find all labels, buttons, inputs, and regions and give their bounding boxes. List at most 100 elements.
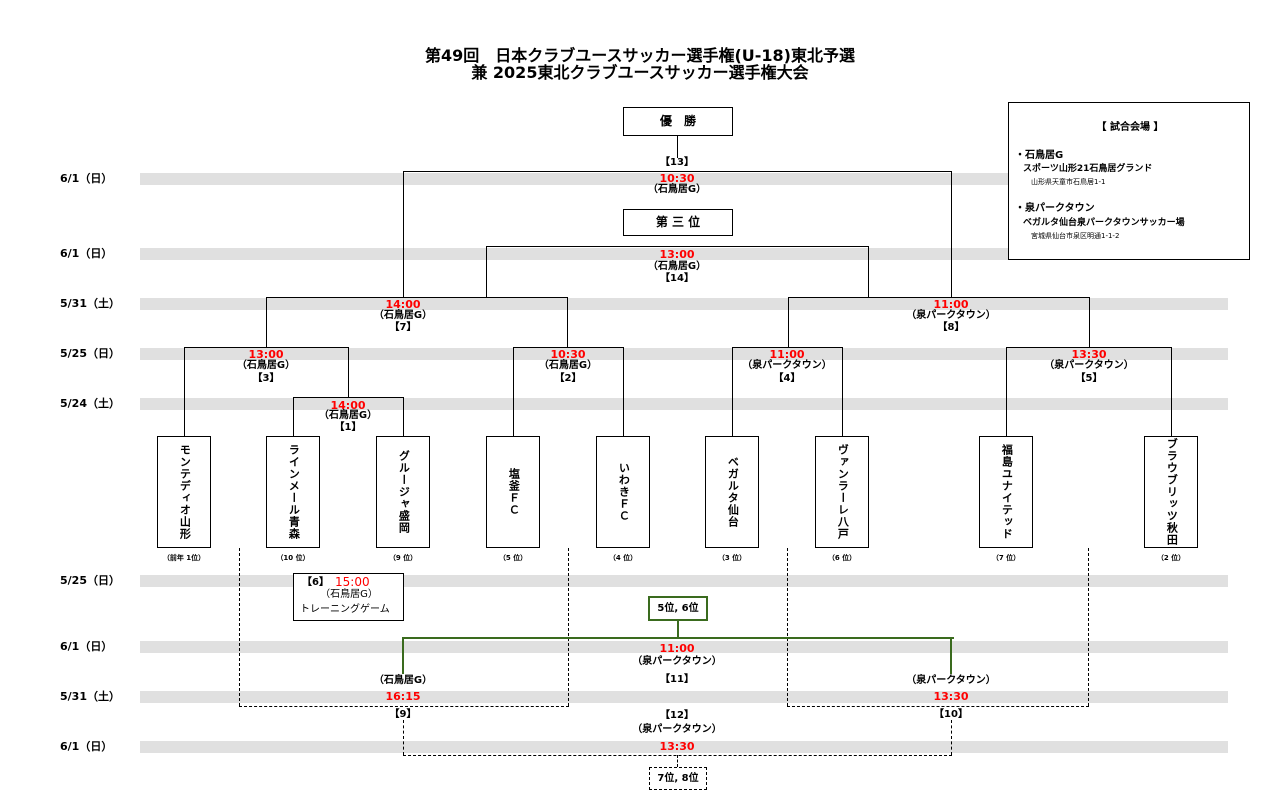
team-rank: （2 位） xyxy=(1156,554,1186,562)
bracket-line xyxy=(567,297,568,348)
placement-line xyxy=(402,637,954,639)
date-label: 5/31（土） xyxy=(60,690,120,703)
consolation-line xyxy=(1088,548,1089,706)
team-rank: （3 位） xyxy=(717,554,747,562)
bracket-line xyxy=(266,297,568,298)
match-venue: （石鳥居G） xyxy=(236,360,296,371)
team-box: ブラウブリッツ秋田 xyxy=(1144,436,1198,548)
date-band xyxy=(140,641,1228,653)
bracket-line xyxy=(1089,297,1090,348)
placement-line xyxy=(677,620,679,638)
bracket-line xyxy=(184,347,185,436)
bracket-line xyxy=(1006,347,1172,348)
team-rank: （前年 1位） xyxy=(162,554,206,562)
team-name: ヴァンラーレ八戸 xyxy=(836,444,850,540)
match-number: 【8】 xyxy=(937,322,965,333)
venue-name: スポーツ山形21石鳥居グランド xyxy=(1023,164,1153,174)
match-number: 【13】 xyxy=(660,157,694,168)
match-venue: （石鳥居G） xyxy=(320,589,378,600)
team-box: グルージャ盛岡 xyxy=(376,436,430,548)
consolation-line xyxy=(677,755,678,767)
match-time: 13:00 xyxy=(659,248,695,261)
bracket-line xyxy=(1006,347,1007,436)
team-box: ヴァンラーレ八戸 xyxy=(815,436,869,548)
bracket-line xyxy=(293,397,294,436)
consolation-line xyxy=(787,706,1089,707)
date-label: 6/1（日） xyxy=(60,740,113,753)
date-band xyxy=(140,741,1228,753)
team-rank: （4 位） xyxy=(608,554,638,562)
team-name: いわきＦＣ xyxy=(617,462,631,522)
team-rank: （10 位） xyxy=(276,554,310,562)
training-game-label: トレーニングゲーム xyxy=(300,604,390,615)
match-time: 11:00 xyxy=(769,348,805,361)
match-time: 13:30 xyxy=(933,690,969,703)
match-venue: （泉パークタウン） xyxy=(632,656,722,667)
bracket-line xyxy=(623,347,624,436)
bracket-line xyxy=(513,347,624,348)
match-venue: （石鳥居G） xyxy=(647,261,707,272)
date-label: 5/25（日） xyxy=(60,574,120,587)
team-name: ラインメール青森 xyxy=(287,444,301,540)
bracket-line xyxy=(677,136,678,158)
bracket-line xyxy=(403,171,404,298)
bracket-line xyxy=(513,347,514,436)
match-number: 【2】 xyxy=(554,373,582,384)
team-rank: （5 位） xyxy=(498,554,528,562)
date-band xyxy=(140,298,1228,310)
date-label: 6/1（日） xyxy=(60,640,113,653)
match-venue: （石鳥居G） xyxy=(538,360,598,371)
match-number: 【3】 xyxy=(252,373,280,384)
team-box: いわきＦＣ xyxy=(596,436,650,548)
match-time: 13:00 xyxy=(248,348,284,361)
team-name: ベガルタ仙台 xyxy=(726,456,740,528)
training-game-box: 【6】 15:00 （石鳥居G） トレーニングゲーム xyxy=(293,573,404,621)
venue-address: 山形県天童市石鳥居1-1 xyxy=(1031,178,1106,186)
team-rank: （7 位） xyxy=(991,554,1021,562)
consolation-line xyxy=(568,548,569,706)
match-number: 【11】 xyxy=(660,674,694,685)
third-place-box: 第 三 位 xyxy=(623,209,733,236)
bracket-line xyxy=(348,347,349,398)
date-band xyxy=(140,398,1228,410)
seventh-eighth-box: 7位, 8位 xyxy=(649,767,707,790)
date-band xyxy=(140,248,1228,260)
date-label: 5/31（土） xyxy=(60,297,120,310)
placement-line xyxy=(402,637,404,674)
venue-heading: 【 試合会場 】 xyxy=(1096,122,1164,133)
bracket-line xyxy=(266,297,267,348)
venue-short: ・石鳥居G xyxy=(1015,150,1064,161)
team-name: 福島ユナイテッド xyxy=(1000,444,1014,540)
match-time: 10:30 xyxy=(550,348,586,361)
date-label: 5/24（土） xyxy=(60,397,120,410)
bracket-line xyxy=(842,347,843,436)
match-number: 【12】 xyxy=(660,710,694,721)
team-name: ブラウブリッツ秋田 xyxy=(1165,438,1179,546)
match-time: 13:30 xyxy=(1071,348,1107,361)
match-number: 【6】 xyxy=(302,577,329,588)
bracket-line xyxy=(732,347,733,436)
team-box: モンテディオ山形 xyxy=(157,436,211,548)
match-number: 【1】 xyxy=(334,422,362,433)
match-number: 【9】 xyxy=(389,709,417,720)
match-time: 11:00 xyxy=(933,298,969,311)
match-time: 10:30 xyxy=(659,172,695,185)
bracket-line xyxy=(486,246,869,247)
venue-short: ・泉パークタウン xyxy=(1015,203,1095,214)
team-name: 塩釜ＦＣ xyxy=(507,468,521,516)
bracket-line xyxy=(868,246,869,298)
team-rank: （6 位） xyxy=(827,554,857,562)
date-band xyxy=(140,173,1228,185)
consolation-line xyxy=(787,548,788,706)
bracket-line xyxy=(1171,347,1172,436)
date-label: 6/1（日） xyxy=(60,247,113,260)
team-box: ラインメール青森 xyxy=(266,436,320,548)
champion-box: 優 勝 xyxy=(623,107,733,136)
match-venue: （泉パークタウン） xyxy=(742,360,832,371)
bracket-line xyxy=(788,297,1090,298)
bracket-line xyxy=(788,297,789,348)
team-name: グルージャ盛岡 xyxy=(397,450,411,534)
consolation-line xyxy=(239,548,240,706)
consolation-line xyxy=(403,720,404,755)
venue-address: 宮城県仙台市泉区明通1-1-2 xyxy=(1031,232,1120,240)
